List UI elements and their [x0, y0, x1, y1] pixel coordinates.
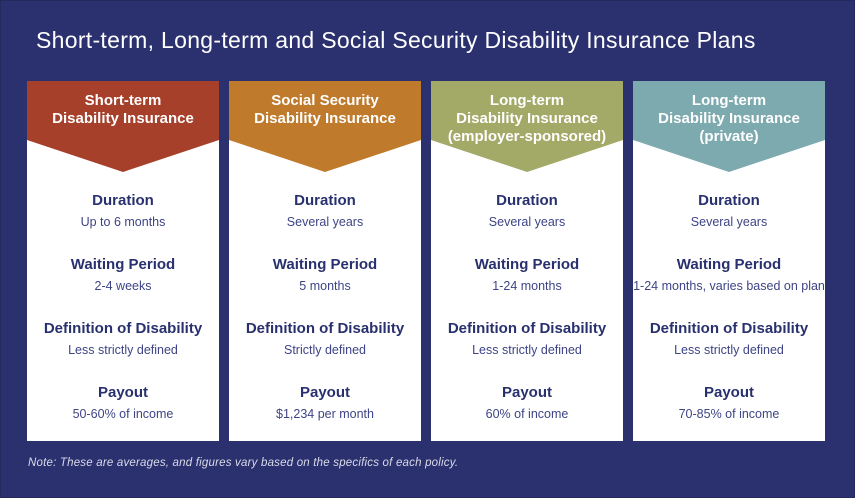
section-value: Several years — [488, 215, 566, 229]
plan-title-line: Disability Insurance — [52, 110, 194, 127]
plan-section-payout: Payout 60% of income — [431, 384, 623, 422]
section-value: $1,234 per month — [276, 407, 374, 421]
plan-title-line: Disability Insurance — [658, 110, 800, 127]
plan-title-line: Disability Insurance — [456, 110, 598, 127]
plan-section-definition: Definition of Disability Less strictly d… — [431, 320, 623, 358]
section-label: Payout — [299, 384, 350, 401]
plan-section-waiting-period: Waiting Period 1-24 months, varies based… — [633, 256, 825, 294]
plan-section-definition: Definition of Disability Less strictly d… — [633, 320, 825, 358]
plan-columns: Short-term Disability Insurance Duration… — [27, 81, 825, 441]
infographic-title: Short-term, Long-term and Social Securit… — [36, 27, 756, 53]
section-label: Definition of Disability — [245, 320, 405, 337]
plan-section-duration: Duration Several years — [431, 192, 623, 230]
section-label: Waiting Period — [272, 256, 378, 273]
section-value: 1-24 months — [492, 279, 562, 293]
plan-title-line: Short-term — [84, 92, 162, 109]
plan-card-short-term: Short-term Disability Insurance Duration… — [27, 81, 219, 441]
section-label: Payout — [703, 384, 754, 401]
section-label: Definition of Disability — [649, 320, 809, 337]
section-label: Duration — [294, 192, 356, 209]
section-value: Less strictly defined — [472, 343, 582, 357]
plan-section-waiting-period: Waiting Period 5 months — [229, 256, 421, 294]
section-label: Waiting Period — [70, 256, 176, 273]
section-label: Payout — [501, 384, 552, 401]
section-label: Definition of Disability — [447, 320, 607, 337]
footnote: Note: These are averages, and figures va… — [28, 457, 459, 469]
plan-card-body: Duration Several years Waiting Period 5 … — [229, 172, 421, 448]
plan-title-line: (employer-sponsored) — [447, 128, 607, 145]
plan-title-line: Social Security — [271, 92, 379, 109]
plan-title-line: (private) — [699, 128, 759, 145]
section-value: Less strictly defined — [68, 343, 178, 357]
plan-section-payout: Payout 70-85% of income — [633, 384, 825, 422]
plan-card-long-term-employer: Long-term Disability Insurance (employer… — [431, 81, 623, 441]
section-label: Definition of Disability — [43, 320, 203, 337]
section-value: 50-60% of income — [72, 407, 174, 421]
section-value: 70-85% of income — [678, 407, 780, 421]
plan-title-line: Long-term — [489, 92, 565, 109]
plan-section-payout: Payout $1,234 per month — [229, 384, 421, 422]
plan-card-body: Duration Up to 6 months Waiting Period 2… — [27, 172, 219, 448]
section-value: 1-24 months, varies based on plan — [633, 279, 825, 293]
plan-card-header: Long-term Disability Insurance (employer… — [431, 81, 623, 172]
section-value: 5 months — [299, 279, 351, 293]
section-value: Less strictly defined — [674, 343, 784, 357]
plan-section-duration: Duration Several years — [229, 192, 421, 230]
plan-section-definition: Definition of Disability Less strictly d… — [27, 320, 219, 358]
plan-title-line: Disability Insurance — [254, 110, 396, 127]
plan-section-duration: Duration Several years — [633, 192, 825, 230]
plan-card-long-term-private: Long-term Disability Insurance (private)… — [633, 81, 825, 441]
section-value: Several years — [690, 215, 768, 229]
section-value: Strictly defined — [284, 343, 366, 357]
plan-card-body: Duration Several years Waiting Period 1-… — [431, 172, 623, 448]
section-label: Duration — [92, 192, 154, 209]
plan-section-waiting-period: Waiting Period 1-24 months — [431, 256, 623, 294]
section-value: 2-4 weeks — [94, 279, 152, 293]
plan-section-duration: Duration Up to 6 months — [27, 192, 219, 230]
section-label: Waiting Period — [676, 256, 782, 273]
plan-title-line: Long-term — [691, 92, 767, 109]
plan-section-definition: Definition of Disability Strictly define… — [229, 320, 421, 358]
plan-card-header: Long-term Disability Insurance (private) — [633, 81, 825, 172]
section-label: Duration — [698, 192, 760, 209]
plan-card-body: Duration Several years Waiting Period 1-… — [633, 172, 825, 448]
section-value: Up to 6 months — [80, 215, 166, 229]
plan-section-payout: Payout 50-60% of income — [27, 384, 219, 422]
plan-card-header: Short-term Disability Insurance — [27, 81, 219, 172]
section-value: 60% of income — [485, 407, 569, 421]
section-label: Waiting Period — [474, 256, 580, 273]
plan-card-header: Social Security Disability Insurance — [229, 81, 421, 172]
section-label: Duration — [496, 192, 558, 209]
section-value: Several years — [286, 215, 364, 229]
plan-card-social-security: Social Security Disability Insurance Dur… — [229, 81, 421, 441]
section-label: Payout — [97, 384, 148, 401]
plan-section-waiting-period: Waiting Period 2-4 weeks — [27, 256, 219, 294]
